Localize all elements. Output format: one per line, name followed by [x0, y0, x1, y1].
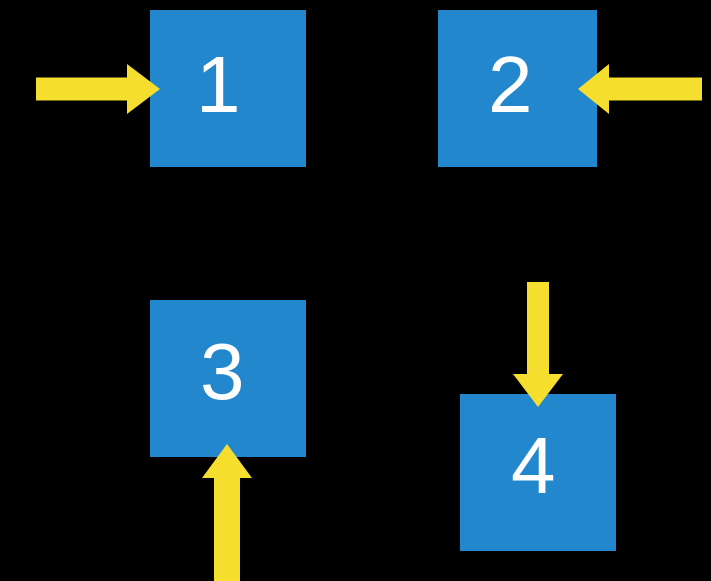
arrow-down-icon	[513, 282, 563, 407]
node-label-3: 3	[200, 327, 245, 416]
node-box-4[interactable]	[460, 394, 616, 551]
node-box-3[interactable]	[150, 300, 306, 457]
node-box-1[interactable]	[150, 10, 306, 167]
node-label-1: 1	[196, 40, 241, 129]
arrow-left-icon	[578, 64, 702, 114]
arrow-right-icon	[36, 64, 160, 114]
node-box-2[interactable]	[438, 10, 597, 167]
node-label-4: 4	[511, 421, 556, 510]
node-label-2: 2	[488, 40, 533, 129]
arrow-up-icon	[202, 444, 252, 581]
